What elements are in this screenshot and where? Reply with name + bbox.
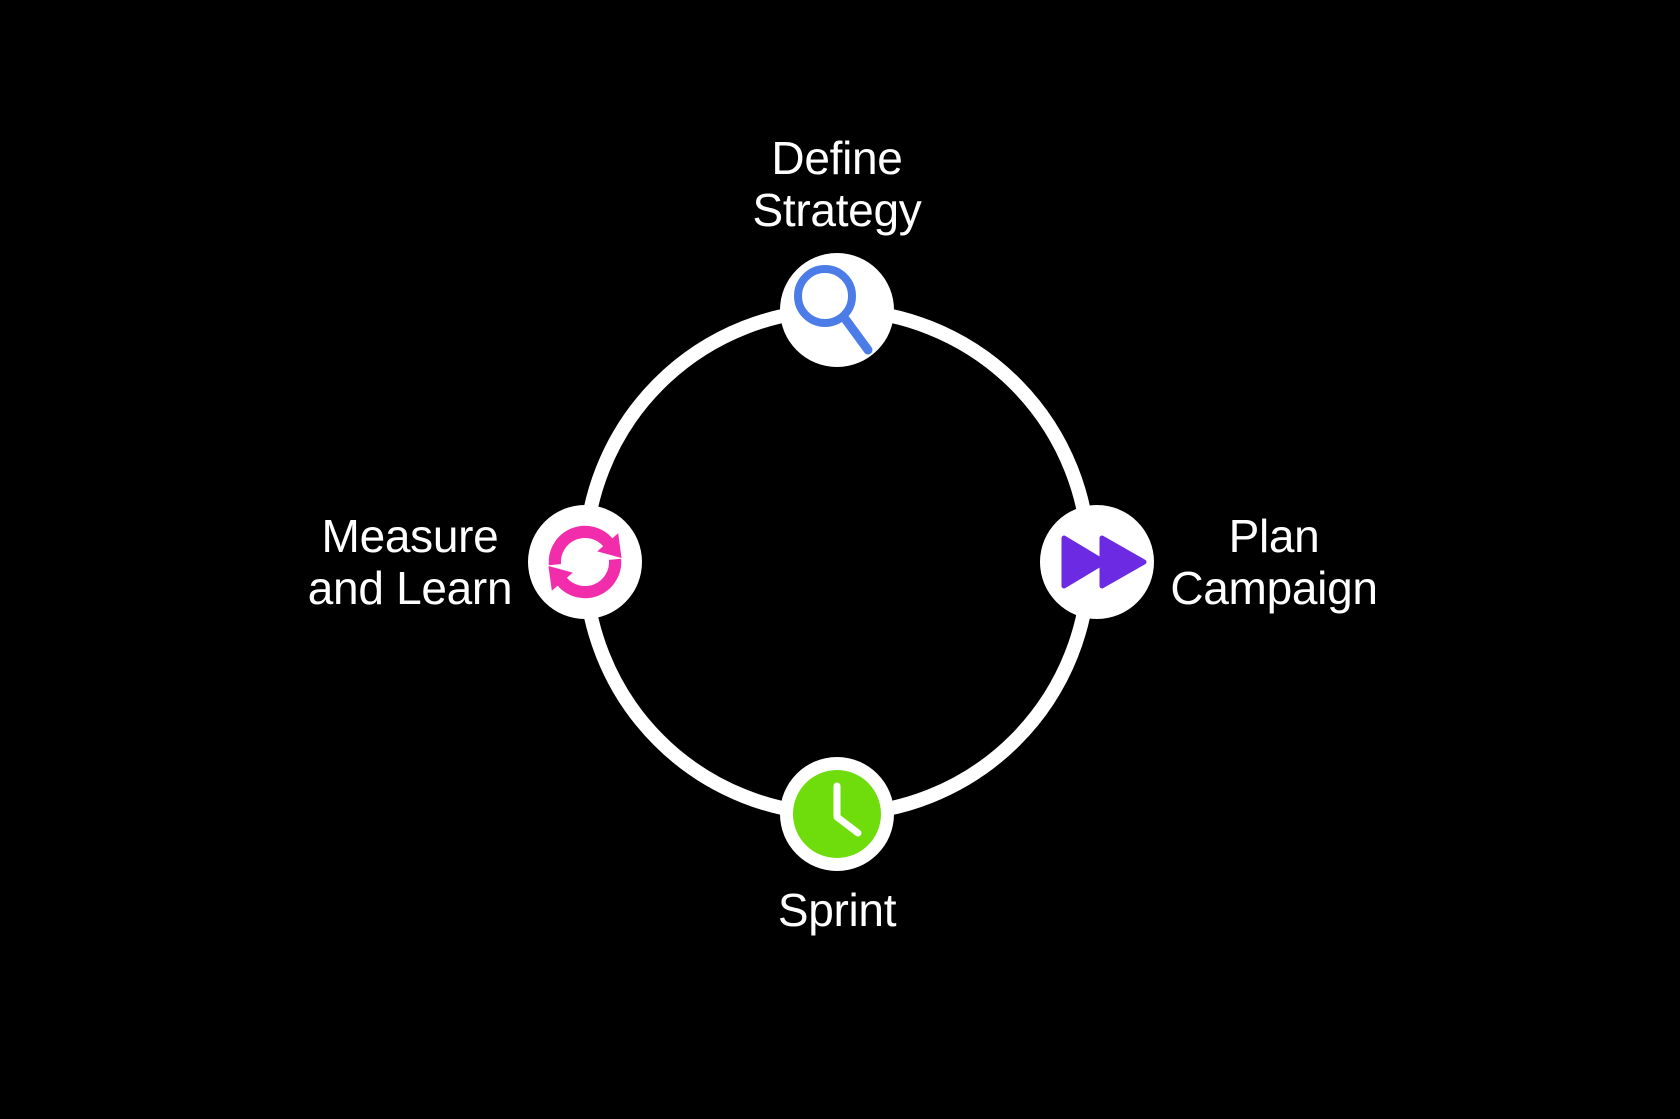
- refresh-icon: [548, 525, 622, 599]
- magnifier-icon: [794, 265, 873, 355]
- clock-hands: [833, 782, 862, 837]
- label-sprint: Sprint: [777, 884, 897, 936]
- label-line: Strategy: [752, 184, 922, 236]
- label-line: Campaign: [1170, 562, 1378, 614]
- label-line: Sprint: [777, 884, 897, 936]
- label-line: and Learn: [307, 562, 513, 614]
- clock-icon: [793, 770, 881, 858]
- cycle-ring: [578, 303, 1096, 821]
- fast-forward-icon: [1061, 535, 1147, 589]
- label-line: Define: [771, 132, 903, 184]
- refresh-arcs: [548, 525, 622, 599]
- label-measure-and-learn: Measure and Learn: [307, 510, 513, 614]
- node-circle-define-strategy: [780, 253, 894, 367]
- label-line: Measure: [321, 510, 499, 562]
- fast-forward-triangles: [1061, 535, 1147, 589]
- node-circle-measure-and-learn: [528, 505, 642, 619]
- label-define-strategy: Define Strategy: [753, 132, 922, 236]
- label-line: Plan: [1228, 510, 1320, 562]
- label-plan-campaign: Plan Campaign: [1170, 510, 1378, 614]
